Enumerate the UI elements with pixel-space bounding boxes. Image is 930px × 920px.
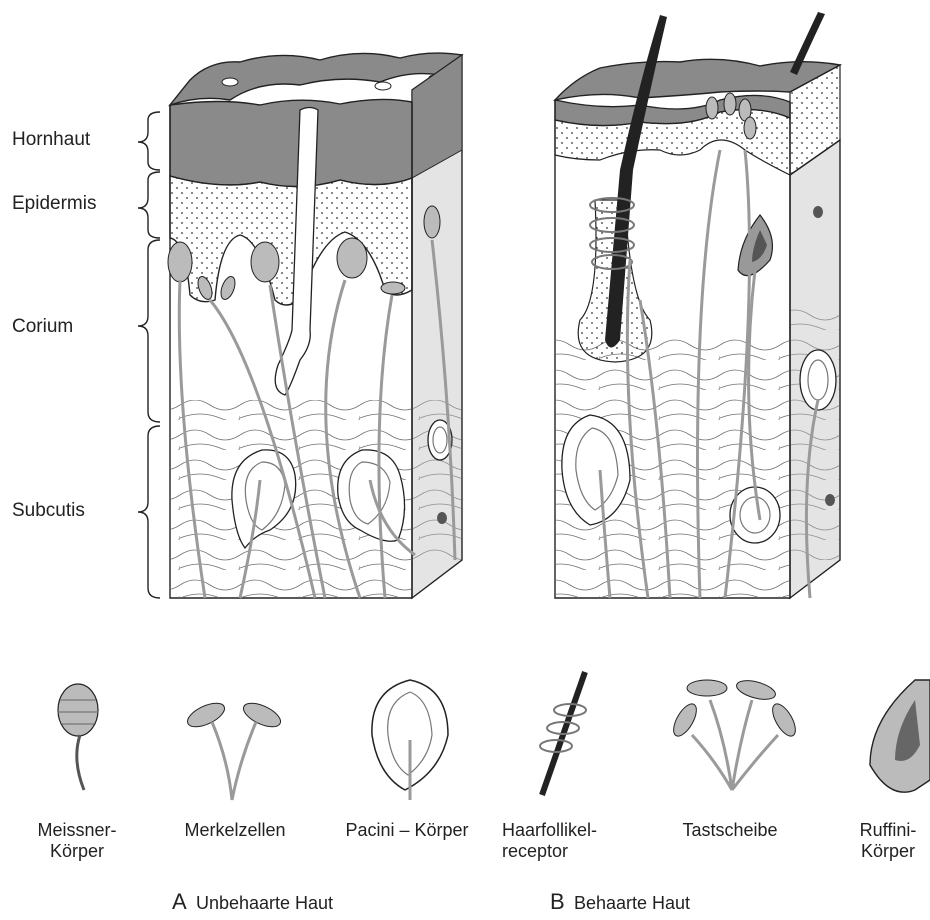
panel-b-text: Behaarte Haut (574, 893, 690, 913)
block-a-unhairy-skin (168, 53, 462, 598)
pacini-icon (372, 680, 448, 800)
panel-a-letter: A (172, 889, 187, 914)
hair-follicle-receptor-icon (540, 672, 586, 795)
ruffini-icon (870, 680, 930, 792)
caption-ruffini: Ruffini-Körper (846, 820, 930, 862)
panel-a-text: Unbehaarte Haut (196, 893, 333, 913)
block-b-hairy-skin (555, 12, 840, 598)
caption-meissner: Meissner-Körper (22, 820, 132, 862)
merkel-icon (184, 698, 284, 800)
panel-a-title: A Unbehaarte Haut (172, 891, 333, 915)
caption-pacini: Pacini – Körper (322, 820, 492, 841)
caption-merkelzellen: Merkelzellen (160, 820, 310, 841)
panel-b-letter: B (550, 889, 565, 914)
tastscheibe-icon (669, 677, 800, 790)
caption-haarfollikel: Haarfollikel-receptor (502, 820, 642, 862)
layer-braces (138, 112, 160, 598)
meissner-icon (58, 684, 98, 790)
panel-b-title: B Behaarte Haut (550, 891, 690, 915)
caption-tastscheibe: Tastscheibe (660, 820, 800, 841)
